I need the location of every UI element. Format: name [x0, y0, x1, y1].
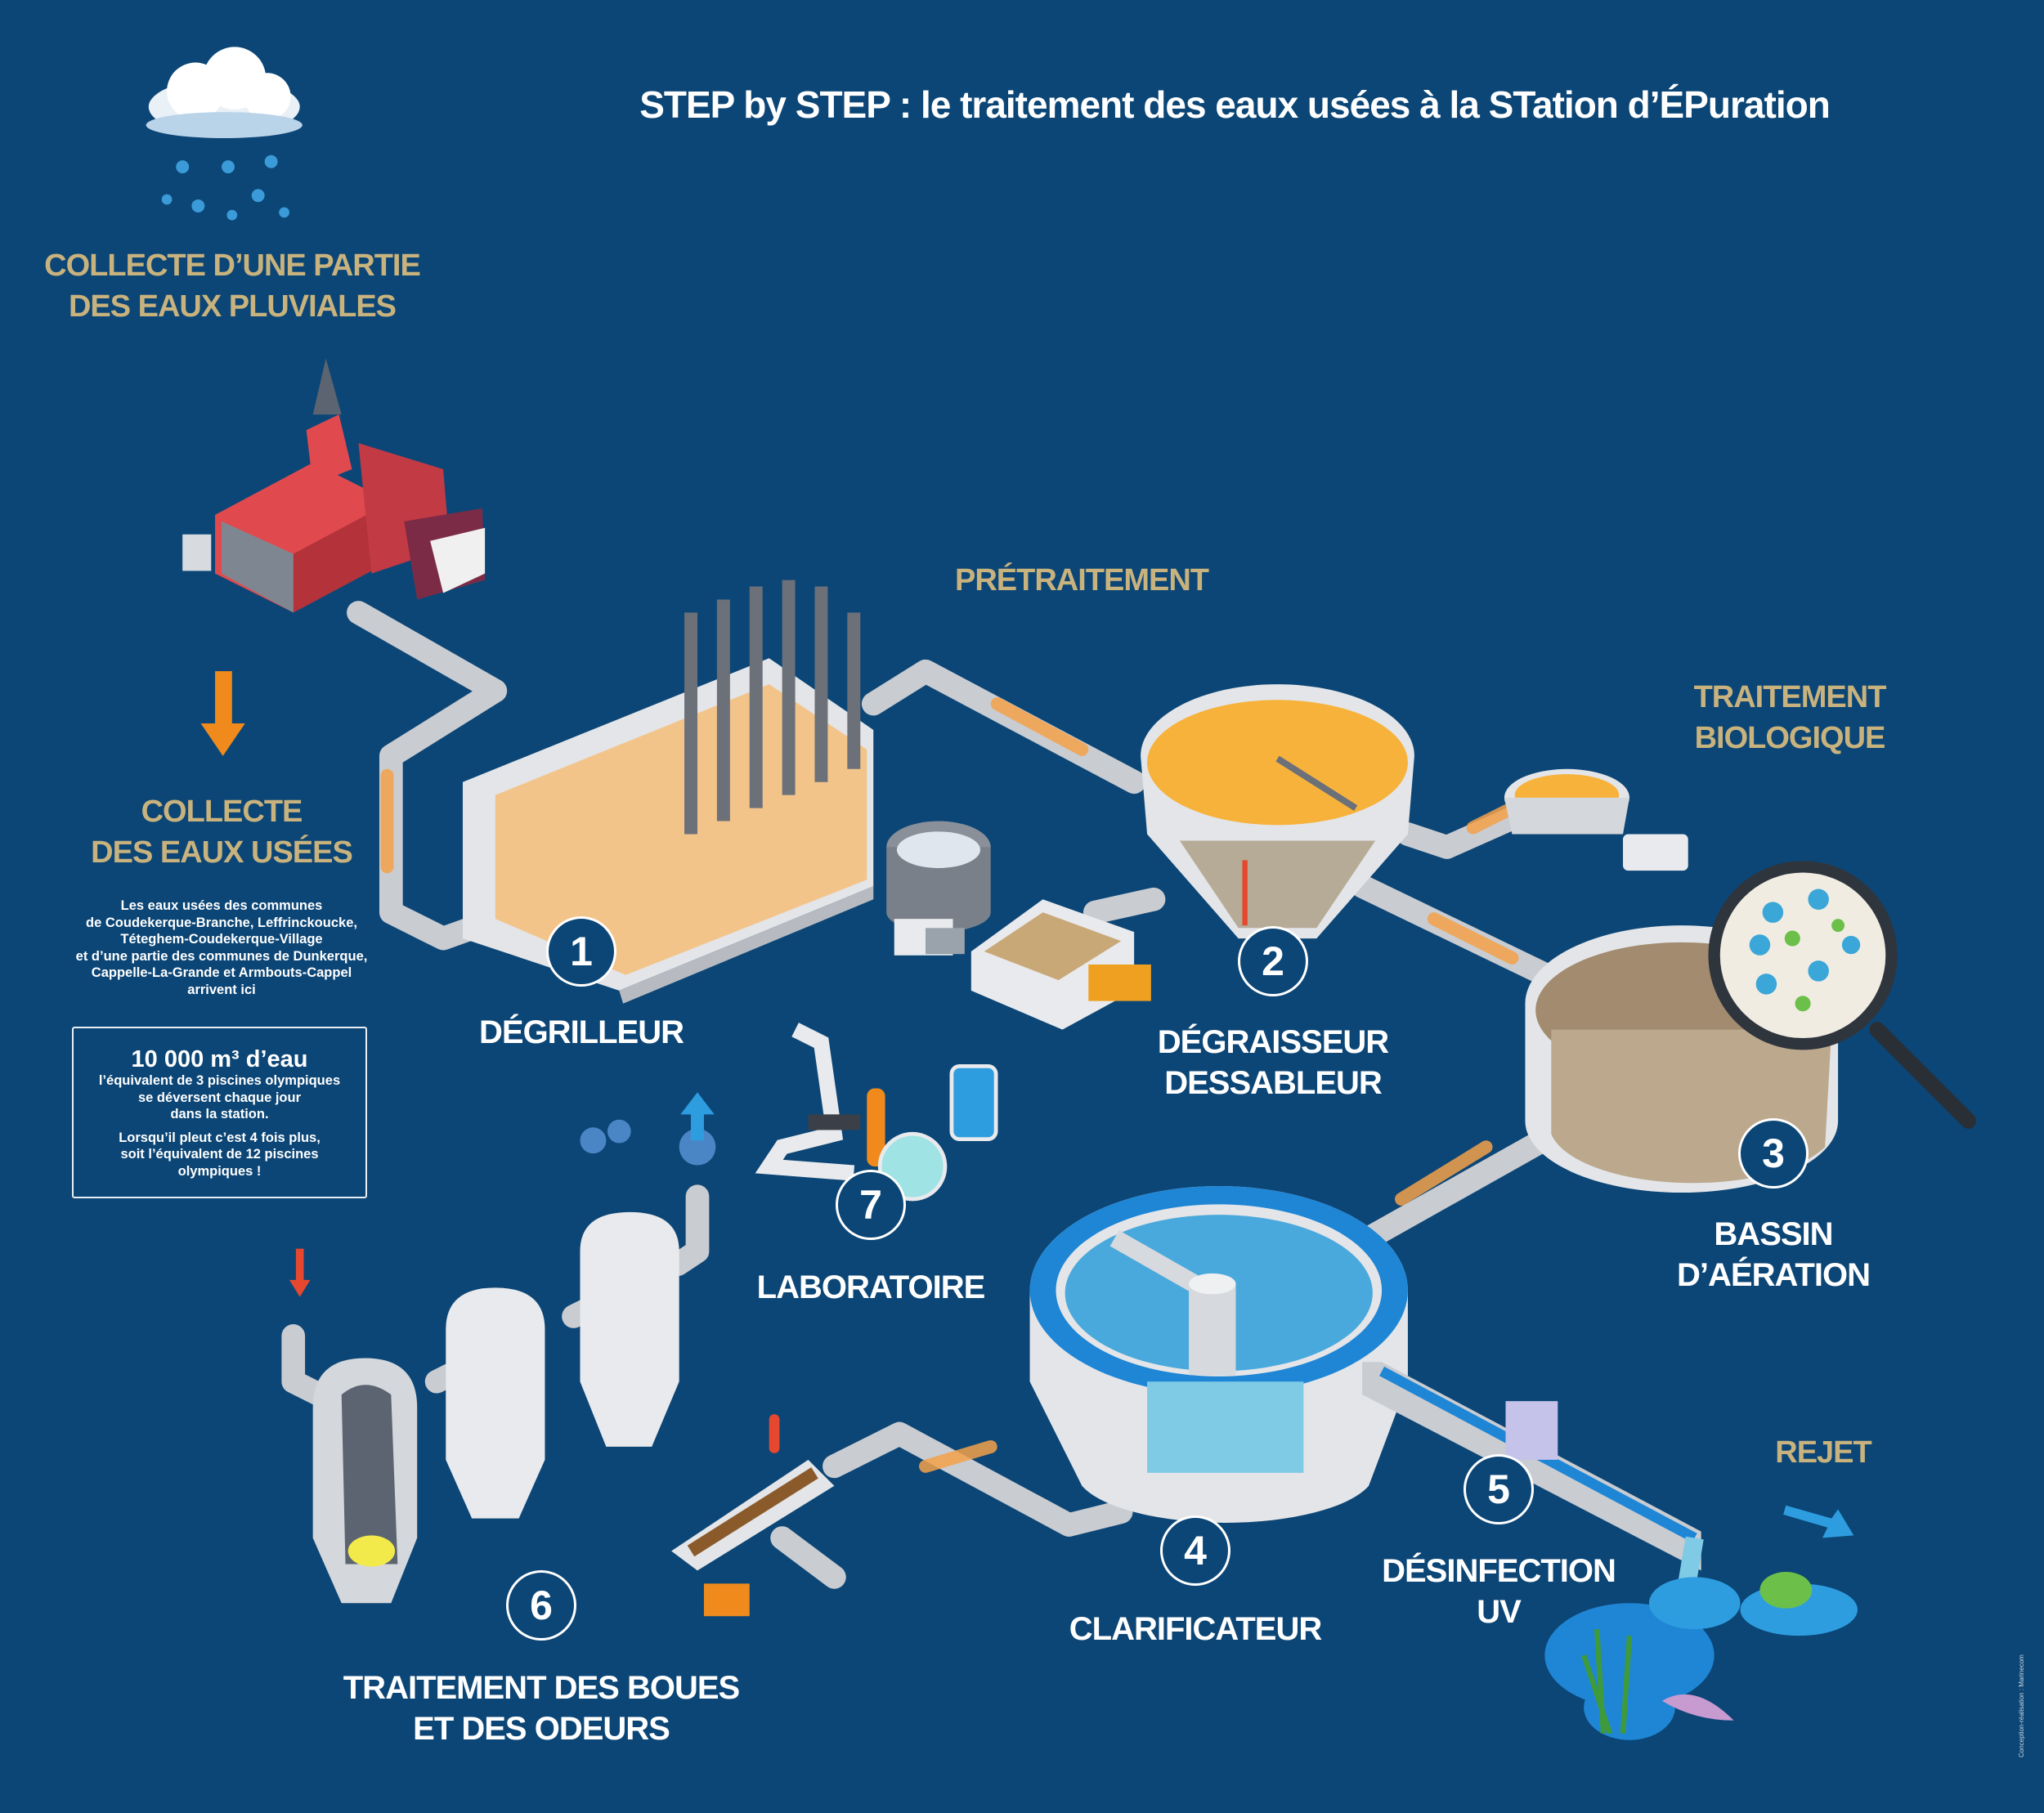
city-buildings-icon: [182, 358, 486, 613]
collecte-usees-description: Les eaux usées des communes de Coudekerq…: [75, 898, 368, 997]
step-3-label: BASSIN D’AÉRATION: [1677, 1216, 1871, 1293]
degrilleur-tank: [463, 580, 874, 1004]
magnifier-icon: [1708, 861, 1977, 1129]
rejet-arrow-icon: [1783, 1505, 1854, 1538]
step-5-badge: 5: [1464, 1454, 1534, 1524]
infobox-line: l’équivalent de 3 piscines olympiques: [98, 1073, 341, 1088]
step-7-label: LABORATOIRE: [756, 1269, 986, 1305]
step-6-badge: 6: [506, 1570, 576, 1641]
pretraitement-heading: PRÉTRAITEMENT: [955, 563, 1209, 598]
step-2-badge: 2: [1238, 926, 1308, 996]
uv-channel: [1362, 1362, 1704, 1618]
water-volume-infobox: 10 000 m³ d’eau l’équivalent de 3 piscin…: [72, 1027, 367, 1198]
step-7-badge: 7: [836, 1170, 906, 1240]
credit-text: Conception-réalisation : Marinecom: [2018, 1654, 2025, 1757]
step-4-badge: 4: [1160, 1515, 1230, 1586]
page-title: STEP by STEP : le traitement des eaux us…: [639, 83, 1831, 126]
degraisseur-tank: [1141, 684, 1414, 939]
collecte-usees-heading: COLLECTE DES EAUX USÉES: [91, 795, 353, 870]
step-6-label: TRAITEMENT DES BOUES ET DES ODEURS: [343, 1670, 740, 1747]
down-arrow-small-icon: [289, 1248, 311, 1297]
collecte-pluviales-heading: COLLECTE D’UNE PARTIE DES EAUX PLUVIALES: [44, 248, 421, 324]
small-grease-tank: [1504, 768, 1688, 871]
pond: [1544, 1572, 1858, 1740]
step-5-label: DÉSINFECTION UV: [1382, 1553, 1616, 1630]
infobox-line: olympiques !: [177, 1163, 262, 1179]
infobox-line: se déversent chaque jour: [138, 1090, 301, 1105]
clarifier-tank: [1029, 1186, 1408, 1523]
infobox-headline: 10 000 m³ d’eau: [131, 1046, 308, 1072]
step-1-badge: 1: [546, 916, 616, 987]
traitement-biologique-heading: TRAITEMENT BIOLOGIQUE: [1693, 680, 1887, 755]
waste-bin: [886, 821, 991, 956]
sludge-digesters: [312, 1092, 716, 1604]
step-2-label: DÉGRAISSEUR DESSABLEUR: [1157, 1024, 1389, 1101]
rain-cloud-icon: [146, 47, 303, 221]
rejet-heading: REJET: [1775, 1435, 1871, 1470]
infobox-line: Lorsqu’il pleut c’est 4 fois plus,: [119, 1130, 320, 1145]
sand-container: [970, 899, 1151, 1030]
down-arrow-icon: [200, 671, 245, 756]
infobox-line: soit l’équivalent de 12 piscines: [120, 1147, 319, 1162]
step-3-badge: 3: [1738, 1118, 1809, 1189]
sludge-press: [671, 1414, 835, 1617]
infobox-line: dans la station.: [170, 1107, 269, 1121]
step-1-label: DÉGRILLEUR: [479, 1014, 684, 1050]
step-4-label: CLARIFICATEUR: [1069, 1611, 1322, 1647]
laboratory-equipment: [755, 1023, 998, 1202]
